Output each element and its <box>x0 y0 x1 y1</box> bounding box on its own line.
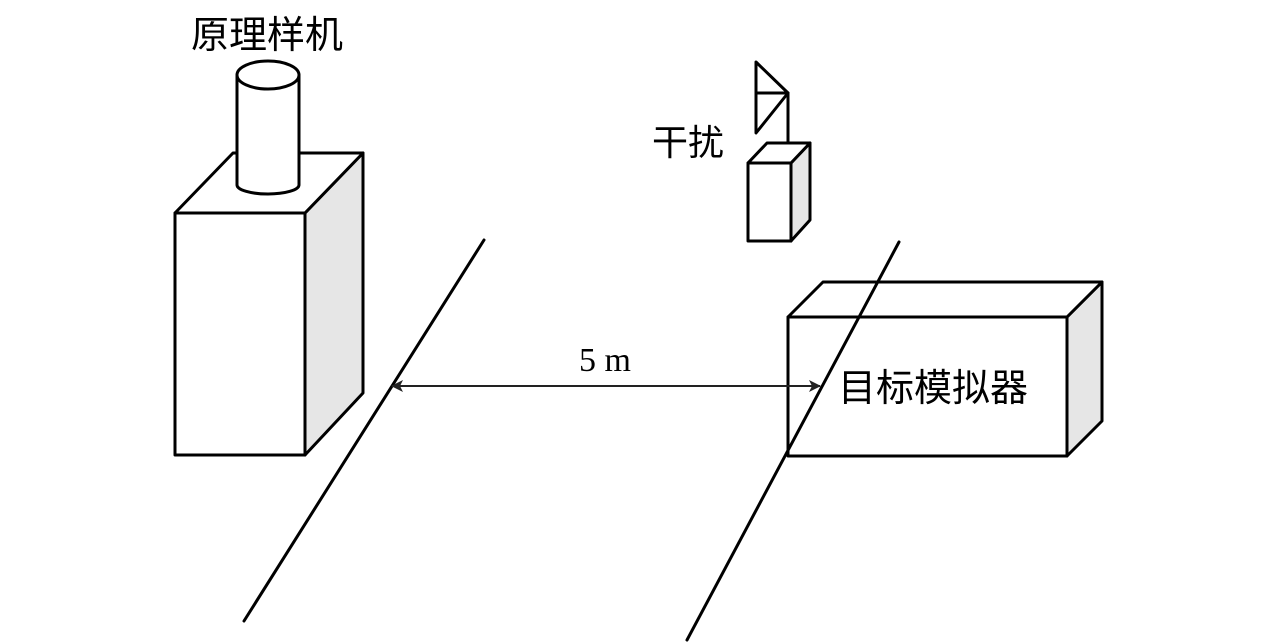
prototype-box-front <box>173 211 307 457</box>
jammer-device <box>746 60 812 243</box>
jammer-label: 干扰 <box>652 123 724 164</box>
target-box-top <box>786 280 1104 319</box>
target-simulator-label: 目标模拟器 <box>838 366 1028 410</box>
prototype-cylinder <box>235 59 301 196</box>
jammer-horn-antenna <box>754 60 790 135</box>
left-reference-line <box>242 238 486 623</box>
target-simulator-device <box>786 280 1104 458</box>
right-reference-line <box>685 240 901 642</box>
prototype-device <box>173 59 365 457</box>
target-box-front <box>786 315 1069 458</box>
jammer-box-front <box>746 161 793 243</box>
prototype-label: 原理样机 <box>191 13 343 57</box>
distance-label: 5 m <box>579 342 631 379</box>
